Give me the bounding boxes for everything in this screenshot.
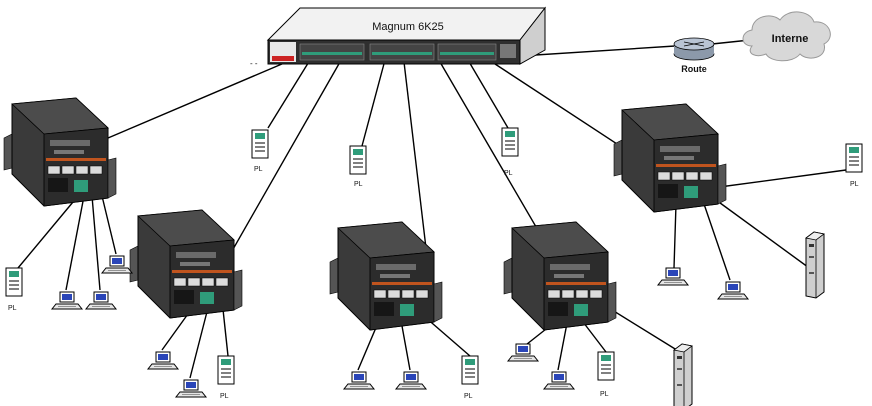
printer-icon: PL (5, 267, 23, 312)
link-switch-pl-a (267, 59, 311, 129)
printer-icon: PL (461, 355, 479, 400)
pc-icon (343, 371, 375, 390)
rugged-unit-1 (3, 97, 117, 207)
rugged-unit-5 (613, 103, 727, 213)
pc-icon (657, 267, 689, 286)
pc-icon (717, 281, 749, 300)
link-switch-ru1 (107, 57, 297, 139)
svg-text:PL: PL (354, 181, 363, 188)
printer-icon: PL (501, 127, 519, 177)
switch-port-blocks (299, 43, 516, 61)
printer-icon: PL (251, 129, 269, 173)
svg-text:PL: PL (600, 391, 609, 398)
link-switch-pl-b (361, 59, 386, 147)
rugged-unit-2 (129, 209, 243, 319)
printer-icon: PL (349, 145, 367, 188)
pc-icon (85, 291, 117, 310)
tower-server-2 (673, 343, 693, 406)
router-label: Route (681, 64, 707, 74)
connection-lines (17, 39, 847, 379)
pc-icon (395, 371, 427, 390)
printer-icon: PL (597, 351, 615, 398)
cloud-label: Interne (772, 33, 809, 45)
printer-icon: PL (217, 355, 235, 400)
svg-text:PL: PL (850, 181, 859, 188)
pc-icon (101, 255, 133, 274)
rugged-unit-4 (503, 221, 617, 331)
tower-server-1 (805, 231, 825, 299)
link-switch-pl-c (467, 59, 509, 129)
magnum-switch: Magnum 6K25 - - (250, 6, 547, 68)
printer-icon: PL (845, 143, 863, 188)
svg-text:PL: PL (254, 166, 263, 173)
svg-text:PL: PL (464, 393, 473, 400)
switch-label: Magnum 6K25 (372, 21, 444, 33)
pc-icon (147, 351, 179, 370)
link-switch-router (519, 45, 676, 57)
router: Route (673, 37, 715, 74)
link-switch-ru2 (219, 61, 341, 273)
svg-text:PL: PL (504, 170, 513, 177)
pc-icon (51, 291, 83, 310)
pc-icon (507, 343, 539, 362)
internet-cloud: Interne (742, 11, 831, 62)
svg-text:PL: PL (8, 305, 17, 312)
svg-text:- -: - - (250, 59, 258, 68)
svg-text:PL: PL (220, 393, 229, 400)
pc-icon (175, 379, 207, 398)
printers: PL PL PL PL PL PL PL PL (5, 127, 863, 400)
pc-icon (543, 371, 575, 390)
